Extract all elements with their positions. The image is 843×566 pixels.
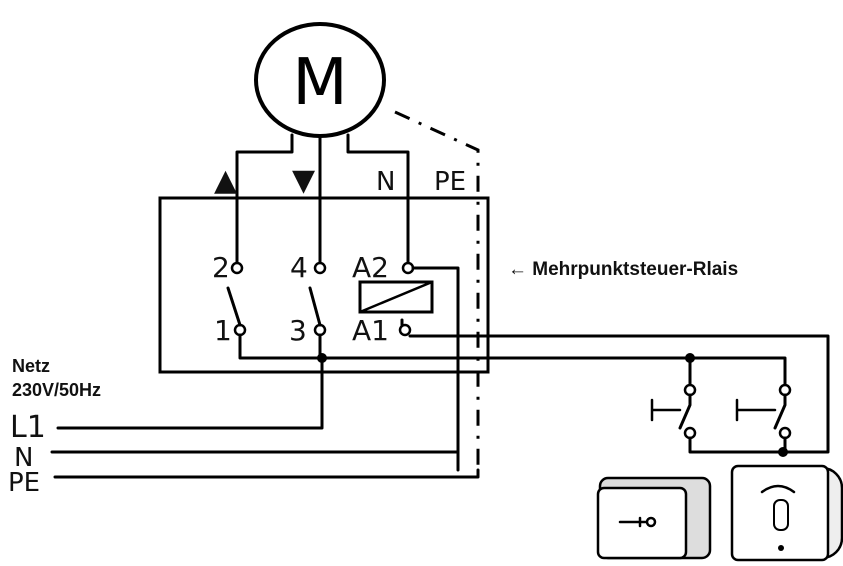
contact-3-label: 3 <box>289 314 307 347</box>
label-earth: PE <box>434 167 466 197</box>
switch-blade-1 <box>226 286 242 327</box>
label-up: ▲ <box>214 163 237 198</box>
terminal-a1 <box>398 323 412 337</box>
relay-box <box>158 196 490 374</box>
wall-switch-rocker <box>596 476 712 560</box>
line-pe <box>53 468 480 479</box>
lock-screw-icon <box>778 545 784 551</box>
contact-4-label: 4 <box>290 251 308 284</box>
lock-cylinder-icon <box>773 499 789 531</box>
switch-right <box>735 383 792 454</box>
wire-earth <box>394 110 480 470</box>
contact-1-label: 1 <box>214 314 232 347</box>
supply-title: Netz <box>12 356 50 376</box>
supply-l1-label: L1 <box>10 410 46 445</box>
wire-up <box>235 133 294 264</box>
coil-wire-top <box>411 266 460 472</box>
contact-a2-label: A2 <box>352 251 389 284</box>
wall-switch-keylock <box>730 464 843 562</box>
contact-2-label: 2 <box>212 251 230 284</box>
label-neutral: N <box>376 167 395 197</box>
line-l1 <box>56 358 324 430</box>
pushbutton-right-icon <box>735 398 777 422</box>
common-bus <box>238 333 787 387</box>
a1-wire <box>408 334 830 454</box>
contact-a1-label: A1 <box>352 314 389 347</box>
coil-diagonal <box>358 280 434 314</box>
supply-rating: 230V/50Hz <box>12 380 101 400</box>
supply-pe-label: PE <box>8 468 40 498</box>
wire-neutral <box>346 133 410 264</box>
supply-n-label: N <box>14 443 33 473</box>
junction-switch-left <box>685 353 695 363</box>
terminal-2 <box>230 261 244 275</box>
motor: M <box>254 22 386 138</box>
junction-switch-right <box>778 447 788 457</box>
motor-wires <box>235 110 480 470</box>
rotate-arrow-icon <box>760 484 796 494</box>
switch-left <box>650 356 785 454</box>
switch-blade-3 <box>308 286 322 327</box>
label-down: ▼ <box>292 163 315 198</box>
terminal-4 <box>313 261 327 275</box>
junction-3 <box>317 353 327 363</box>
pushbutton-left-icon <box>650 398 682 422</box>
motor-label: M <box>292 46 347 120</box>
relay-name-label: ← Mehrpunktsteuer-Rlais <box>508 259 738 280</box>
